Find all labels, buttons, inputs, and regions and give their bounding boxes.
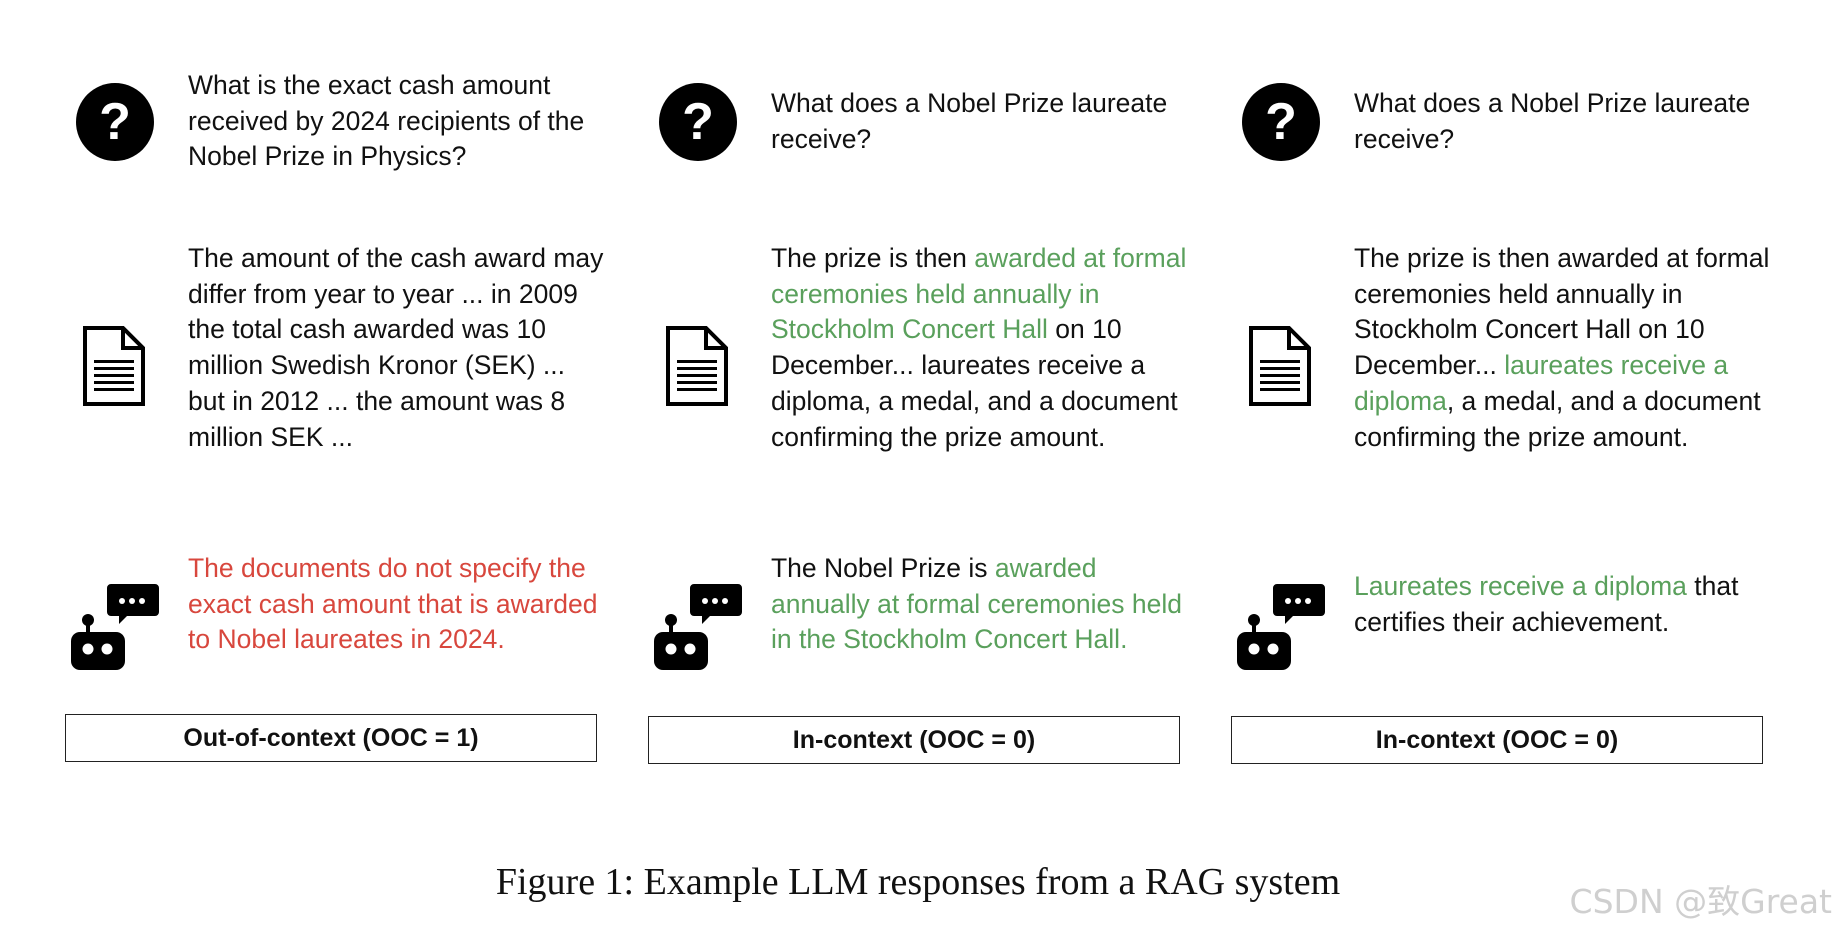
- highlight-green: awarded at formal ceremonies held annual…: [771, 243, 1187, 345]
- document-text: The prize is then awarded at formal cere…: [1354, 241, 1774, 455]
- document-text: The prize is then awarded at formal cere…: [771, 241, 1191, 455]
- question-text: What does a Nobel Prize laureate receive…: [771, 88, 1168, 154]
- highlight-red: The documents do not specify the exact c…: [188, 553, 598, 655]
- ooc-label-box: Out-of-context (OOC = 1): [65, 714, 597, 762]
- text-segment: The Nobel Prize is: [771, 553, 995, 583]
- document-text: The amount of the cash award may differ …: [188, 241, 608, 455]
- question-icon: ?: [76, 83, 154, 161]
- text-segment: , a medal, and a document confirming the…: [1354, 385, 1761, 452]
- watermark: CSDN @致Great: [1569, 882, 1832, 921]
- text-segment: The prize is then awarded at formal cere…: [1354, 243, 1770, 381]
- svg-text:?: ?: [1265, 93, 1297, 151]
- svg-text:?: ?: [682, 93, 714, 151]
- response-text: The Nobel Prize is awarded annually at f…: [771, 551, 1191, 658]
- response-text: The documents do not specify the exact c…: [188, 551, 608, 658]
- chatbot-icon: [654, 584, 742, 670]
- text-segment: that certifies their achievement.: [1354, 571, 1739, 637]
- panel-3: ? What does a Nobel Prize laureate recei…: [1229, 0, 1769, 780]
- text-segment: on 10 December... laureates receive a di…: [771, 314, 1178, 452]
- question-text: What does a Nobel Prize laureate receive…: [1354, 88, 1751, 154]
- highlight-green: awarded annually at formal ceremonies he…: [771, 553, 1182, 655]
- chatbot-icon: [1237, 584, 1325, 670]
- document-icon: [1249, 326, 1311, 406]
- text-segment: The prize is then: [771, 243, 975, 273]
- response-text: Laureates receive a diploma that certifi…: [1354, 569, 1774, 640]
- highlight-green: laureates receive a diploma: [1354, 350, 1729, 416]
- svg-text:?: ?: [99, 93, 131, 151]
- figure-caption: Figure 1: Example LLM responses from a R…: [495, 861, 1341, 903]
- ooc-label-box: In-context (OOC = 0): [648, 716, 1180, 764]
- text-segment: The amount of the cash award may differ …: [188, 243, 604, 452]
- question-icon: ?: [659, 83, 737, 161]
- question-text: What is the exact cash amount received b…: [188, 70, 585, 172]
- chatbot-icon: [71, 584, 159, 670]
- panel-2: ? What does a Nobel Prize laureate recei…: [646, 0, 1186, 780]
- document-icon: [666, 326, 728, 406]
- highlight-green: Laureates receive a diploma: [1354, 571, 1687, 601]
- question-icon: ?: [1242, 83, 1320, 161]
- panel-1: ? What is the exact cash amount received…: [63, 0, 603, 780]
- document-icon: [83, 326, 145, 406]
- ooc-label-box: In-context (OOC = 0): [1231, 716, 1763, 764]
